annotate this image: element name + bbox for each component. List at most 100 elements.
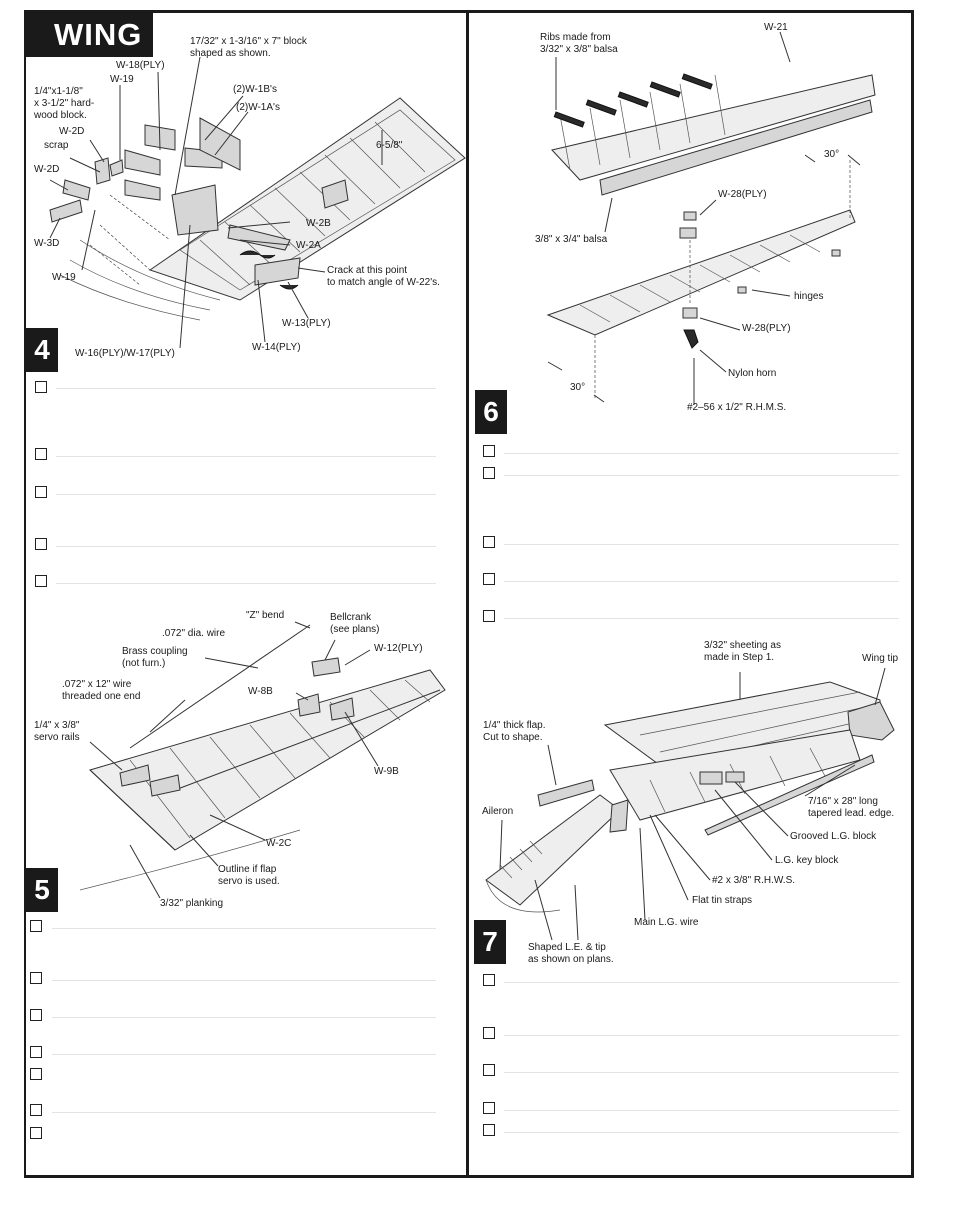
faint-text-line <box>56 583 436 584</box>
label-block: 17/32" x 1-3/16" x 7" block shaped as sh… <box>190 36 307 59</box>
faint-text-line <box>504 1035 899 1036</box>
faint-text-line <box>504 453 899 454</box>
faint-text-line <box>56 388 436 389</box>
step7-wing-drawing <box>485 667 895 941</box>
label-w28-top: W-28(PLY) <box>718 189 767 200</box>
label-ribs: Ribs made from 3/32" x 3/8" balsa <box>540 32 618 55</box>
label-coupling: Brass coupling (not furn.) <box>122 646 188 669</box>
label-rhws: #2 x 3/8" R.H.W.S. <box>712 875 796 886</box>
label-z-bend: "Z" bend <box>246 610 285 621</box>
label-bellcrank: Bellcrank (see plans) <box>330 612 380 635</box>
label-w1a: (2)W-1A's <box>236 102 280 113</box>
label-grooved-block: Grooved L.G. block <box>790 831 877 842</box>
label-angle-bottom: 30° <box>570 382 586 393</box>
step7-checkbox-2[interactable] <box>483 1027 495 1039</box>
step6-checkbox-1[interactable] <box>483 445 495 457</box>
label-sheeting: 3/32" sheeting as made in Step 1. <box>704 640 781 663</box>
label-w9b: W-9B <box>374 766 399 777</box>
faint-text-line <box>56 456 436 457</box>
label-crack: Crack at this point to match angle of W-… <box>327 265 440 288</box>
step6-wing-drawing <box>546 31 876 405</box>
faint-text-line <box>504 618 899 619</box>
faint-text-line <box>504 544 899 545</box>
label-scrap: scrap <box>44 140 69 151</box>
step4-checkbox-4[interactable] <box>35 538 47 550</box>
step7-checkbox-4[interactable] <box>483 1102 495 1114</box>
label-main-lg-wire: Main L.G. wire <box>634 917 699 928</box>
label-w2c: W-2C <box>266 838 292 849</box>
step5-wing-drawing <box>79 621 446 899</box>
faint-text-line <box>504 1072 899 1073</box>
faint-text-line <box>52 1112 436 1113</box>
step5-checkbox-3[interactable] <box>30 1009 42 1021</box>
page-frame <box>24 10 914 1178</box>
label-wing-tip: Wing tip <box>862 653 899 664</box>
step5-checkbox-5[interactable] <box>30 1068 42 1080</box>
step-number-6: 6 <box>475 390 507 434</box>
step5-checkbox-4[interactable] <box>30 1046 42 1058</box>
step5-checkbox-7[interactable] <box>30 1127 42 1139</box>
label-w19-bottom: W-19 <box>52 272 76 283</box>
step6-checkbox-5[interactable] <box>483 610 495 622</box>
faint-text-line <box>504 1110 899 1111</box>
step7-checkbox-3[interactable] <box>483 1064 495 1076</box>
label-w18: W-18(PLY) <box>116 60 165 71</box>
label-hardwood-block: 1/4"x1-1/8" x 3-1/2" hard- wood block. <box>34 86 95 121</box>
step5-checkbox-6[interactable] <box>30 1104 42 1116</box>
label-planking: 3/32" planking <box>160 898 224 909</box>
section-title: WING <box>26 12 153 57</box>
step4-checkbox-1[interactable] <box>35 381 47 393</box>
label-w2b: W-2B <box>306 218 331 229</box>
label-balsa: 3/8" x 3/4" balsa <box>535 234 608 245</box>
column-divider <box>466 10 469 1178</box>
faint-text-line <box>504 475 899 476</box>
label-hinges: hinges <box>794 291 824 302</box>
step7-checkbox-1[interactable] <box>483 974 495 986</box>
step6-checkbox-4[interactable] <box>483 573 495 585</box>
label-w3d: W-3D <box>34 238 60 249</box>
label-outline: Outline if flap servo is used. <box>218 864 280 887</box>
faint-text-line <box>504 1132 899 1133</box>
label-w2d-top: W-2D <box>59 126 85 137</box>
label-w14: W-14(PLY) <box>252 342 301 353</box>
step6-checkbox-3[interactable] <box>483 536 495 548</box>
faint-text-line <box>52 980 436 981</box>
label-nylon-horn: Nylon horn <box>728 368 777 379</box>
label-w12: W-12(PLY) <box>374 643 423 654</box>
label-w21: W-21 <box>764 22 788 33</box>
step5-checkbox-2[interactable] <box>30 972 42 984</box>
faint-text-line <box>504 581 899 582</box>
label-w16-w17: W-16(PLY)/W-17(PLY) <box>75 348 175 359</box>
faint-text-line <box>56 494 436 495</box>
label-servo-rails: 1/4" x 3/8" servo rails <box>34 720 80 743</box>
label-w19-top: W-19 <box>110 74 134 85</box>
label-w28-bottom: W-28(PLY) <box>742 323 791 334</box>
label-dimension: 6-5/8" <box>376 140 403 151</box>
step4-wing-drawing <box>49 56 466 349</box>
step6-checkbox-2[interactable] <box>483 467 495 479</box>
faint-text-line <box>56 546 436 547</box>
step4-checkbox-5[interactable] <box>35 575 47 587</box>
step4-checkbox-3[interactable] <box>35 486 47 498</box>
faint-text-line <box>52 1054 436 1055</box>
faint-text-line <box>504 982 899 983</box>
label-w1b: (2)W-1B's <box>233 84 277 95</box>
label-w8b: W-8B <box>248 686 273 697</box>
label-w13: W-13(PLY) <box>282 318 331 329</box>
faint-text-line <box>52 928 436 929</box>
step-number-4: 4 <box>26 328 58 372</box>
label-leading-edge: 7/16" x 28" long tapered lead. edge. <box>808 796 895 819</box>
label-flap: 1/4" thick flap. Cut to shape. <box>483 720 546 743</box>
step-number-7: 7 <box>474 920 506 964</box>
step-number-5: 5 <box>26 868 58 912</box>
label-shaped-le: Shaped L.E. & tip as shown on plans. <box>528 942 614 965</box>
step7-checkbox-5[interactable] <box>483 1124 495 1136</box>
step4-checkbox-2[interactable] <box>35 448 47 460</box>
label-screw: #2–56 x 1/2" R.H.M.S. <box>687 402 787 413</box>
label-aileron: Aileron <box>482 806 514 817</box>
step5-checkbox-1[interactable] <box>30 920 42 932</box>
label-wire-12: .072" x 12" wire threaded one end <box>62 679 141 702</box>
label-flat-straps: Flat tin straps <box>692 895 753 906</box>
label-key-block: L.G. key block <box>775 855 839 866</box>
